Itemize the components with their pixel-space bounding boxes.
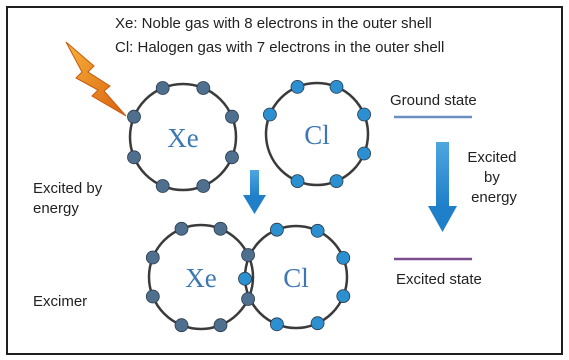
cl-excimer-electrons bbox=[238, 222, 351, 332]
cl-electron bbox=[329, 174, 344, 189]
cl-shell bbox=[264, 81, 370, 187]
xe-electron bbox=[174, 221, 189, 236]
cl-electron bbox=[269, 222, 284, 237]
cl-atom-excimer: Cl bbox=[243, 224, 349, 330]
cl-electron bbox=[357, 107, 372, 122]
xe-atom-excimer: Xe bbox=[147, 223, 255, 331]
xe-symbol: Xe bbox=[167, 123, 198, 153]
excited-by-energy-line-2: energy bbox=[33, 200, 79, 217]
excited-right-line-2: by bbox=[484, 169, 500, 186]
xe-electron bbox=[155, 81, 170, 95]
xe-electron bbox=[241, 248, 256, 262]
cl-electron bbox=[290, 80, 305, 94]
excited-right-line-3: energy bbox=[471, 189, 517, 206]
xe-symbol: Xe bbox=[185, 263, 216, 293]
xe-electron bbox=[127, 150, 141, 165]
xe-shell bbox=[128, 82, 238, 192]
xe-electron bbox=[225, 150, 239, 165]
xe-electron bbox=[241, 292, 256, 306]
diagram-frame bbox=[6, 6, 563, 355]
xe-electron bbox=[225, 109, 239, 124]
ground-state-label: Ground state bbox=[390, 92, 477, 109]
excited-right-line-1: Excited bbox=[467, 149, 516, 166]
header-line-xe: Xe: Noble gas with 8 electrons in the ou… bbox=[115, 15, 432, 32]
down-arrow-large-icon bbox=[428, 142, 457, 232]
cl-electron bbox=[336, 250, 351, 265]
cl-electrons bbox=[262, 80, 372, 189]
cl-electron bbox=[290, 174, 305, 189]
cl-electron bbox=[310, 223, 325, 238]
excited-by-energy-line-1: Excited by bbox=[33, 180, 103, 197]
cl-electron bbox=[336, 289, 351, 304]
xe-electron bbox=[174, 318, 189, 333]
cl-electron bbox=[357, 146, 372, 161]
xe-electron bbox=[196, 81, 211, 95]
xe-electron bbox=[145, 289, 160, 304]
xe-electron bbox=[213, 221, 228, 236]
cl-atom-ground: Cl bbox=[262, 80, 372, 189]
excited-by-energy-label: Excited by energy bbox=[33, 180, 106, 217]
xe-electron bbox=[213, 318, 228, 333]
xe-electron bbox=[196, 179, 211, 193]
lightning-icon bbox=[65, 41, 127, 117]
excimer-label: Excimer bbox=[33, 293, 87, 310]
header-line-cl: Cl: Halogen gas with 7 electrons in the … bbox=[115, 39, 444, 56]
xe-electron bbox=[127, 109, 141, 124]
xe-shell bbox=[147, 223, 255, 331]
xe-electron bbox=[145, 250, 160, 265]
xe-electron bbox=[155, 179, 170, 193]
excited-state-label: Excited state bbox=[396, 271, 482, 288]
xe-atom-ground: Xe bbox=[127, 81, 239, 193]
cl-electron bbox=[329, 80, 344, 94]
cl-electron bbox=[238, 271, 252, 286]
cl-electron bbox=[262, 107, 277, 122]
cl-electron bbox=[269, 317, 284, 332]
cl-electron bbox=[310, 316, 325, 331]
cl-symbol: Cl bbox=[304, 120, 330, 150]
excited-by-energy-right-label: Excited by energy bbox=[467, 149, 520, 206]
down-arrow-small-icon bbox=[243, 170, 266, 214]
xe-excimer-electrons bbox=[145, 221, 256, 333]
xe-electrons bbox=[127, 81, 239, 193]
cl-symbol: Cl bbox=[283, 263, 309, 293]
